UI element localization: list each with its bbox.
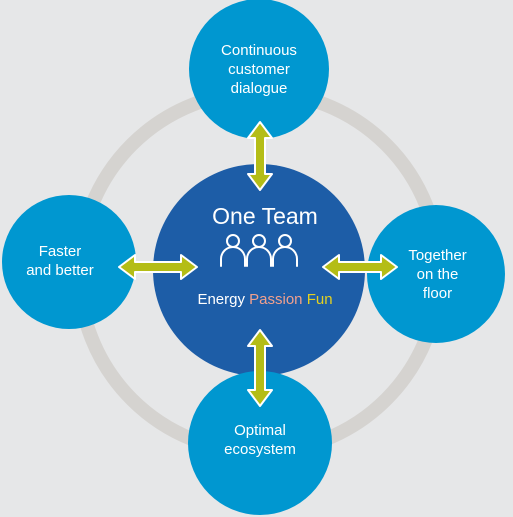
arrow-right <box>322 254 398 280</box>
center-values: Energy Passion Fun <box>150 290 380 310</box>
node-right-label: Together on the floor <box>408 246 467 302</box>
node-bottom-circle <box>188 371 332 515</box>
center-title: One Team <box>212 203 318 229</box>
arrow-bottom <box>247 329 273 407</box>
node-bottom-label: Optimal ecosystem <box>224 422 296 458</box>
arrow-top <box>247 121 273 191</box>
node-left-label: Faster and better <box>26 243 94 279</box>
three-people-outline-icon <box>220 234 298 267</box>
arrow-left <box>118 254 198 280</box>
value-energy: Energy <box>197 291 245 308</box>
node-top-label: Continuous customer dialogue <box>221 41 297 97</box>
value-fun: Fun <box>306 291 333 308</box>
node-top-circle <box>189 0 329 139</box>
node-right-circle <box>367 205 505 343</box>
center-circle <box>153 164 365 376</box>
value-passion: Passion <box>249 291 303 308</box>
node-left-circle <box>2 195 136 329</box>
